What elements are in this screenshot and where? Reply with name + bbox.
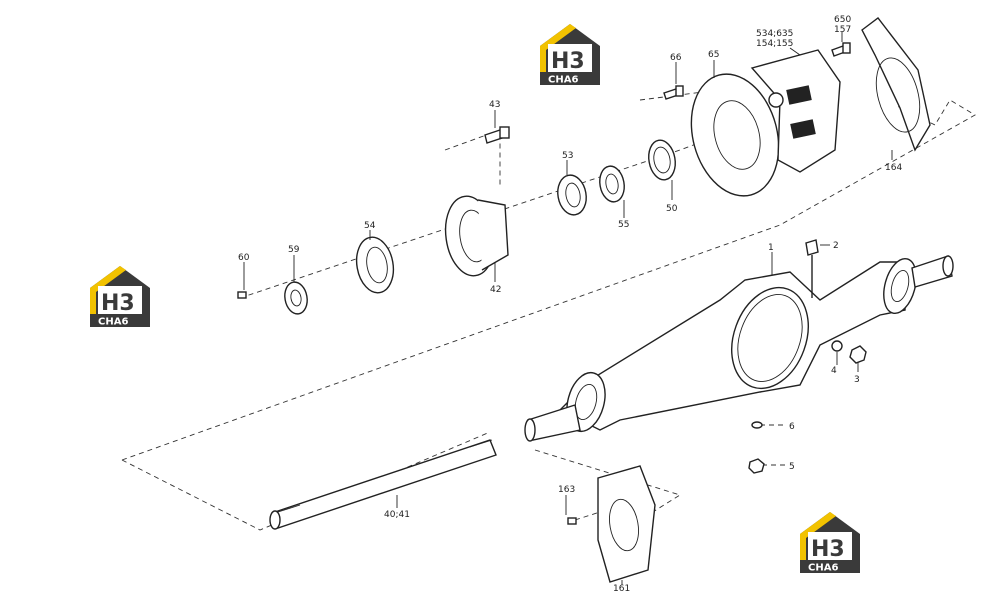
label-163: 163 (558, 485, 575, 495)
logo-roof-accent (800, 512, 836, 560)
axle-housing (524, 239, 954, 442)
label-53: 53 (562, 151, 573, 161)
label-6: 6 (789, 422, 795, 432)
logo-inner (98, 286, 142, 314)
brake-shield (861, 17, 931, 152)
logo-inner (808, 532, 852, 560)
label-5: 5 (789, 462, 795, 472)
label-1: 1 (768, 243, 774, 253)
logo-watermark-left: H3 CHA6 (90, 266, 150, 328)
logo-roof-accent (90, 266, 126, 314)
bearing-54 (355, 236, 395, 294)
logo-caption: CHA6 (548, 75, 578, 86)
seal-50 (648, 139, 676, 181)
label-66: 66 (670, 53, 682, 63)
brake-caliper (750, 49, 841, 173)
part-labels: 1 2 3 4 5 6 40;41 42 43 50 53 54 55 59 6… (238, 15, 902, 594)
logo-inner (548, 44, 592, 72)
flange-plate (597, 465, 656, 583)
wheel-hub (444, 195, 509, 277)
label-65: 65 (708, 50, 719, 60)
label-60: 60 (238, 253, 250, 263)
label-59: 59 (288, 245, 300, 255)
label-4: 4 (831, 366, 837, 376)
axle-shaft (269, 439, 497, 530)
brake-disc (690, 73, 780, 197)
logo-watermark-bottom: H3 CHA6 (800, 512, 860, 574)
label-43: 43 (489, 100, 500, 110)
logo-caption-bar (800, 560, 860, 573)
logo-roof-accent (540, 24, 576, 72)
label-40-41: 40;41 (384, 510, 410, 520)
label-157: 157 (834, 25, 851, 35)
label-2: 2 (833, 241, 839, 251)
logo-mark: H3 (101, 291, 135, 316)
logo-caption: CHA6 (808, 563, 838, 574)
logo-caption-bar (540, 72, 600, 85)
label-161: 161 (613, 584, 630, 594)
label-534-635: 534;635 (756, 29, 793, 39)
label-154-155: 154;155 (756, 39, 793, 49)
logo-caption: CHA6 (98, 317, 128, 328)
label-3: 3 (854, 375, 860, 385)
leader-lines (243, 32, 893, 585)
logo-mark: H3 (811, 537, 845, 562)
label-50: 50 (666, 204, 678, 214)
bearing-53 (557, 174, 587, 216)
logo-watermark-top: H3 CHA6 (540, 24, 600, 86)
label-164: 164 (885, 163, 902, 173)
logo-caption-bar (90, 314, 150, 327)
nut-59 (284, 281, 308, 315)
label-42: 42 (490, 285, 501, 295)
label-650: 650 (834, 15, 851, 25)
small-hardware (237, 42, 867, 525)
label-55: 55 (618, 220, 629, 230)
logo-mark: H3 (551, 49, 585, 74)
label-54: 54 (364, 221, 376, 231)
ring-55 (599, 165, 625, 203)
